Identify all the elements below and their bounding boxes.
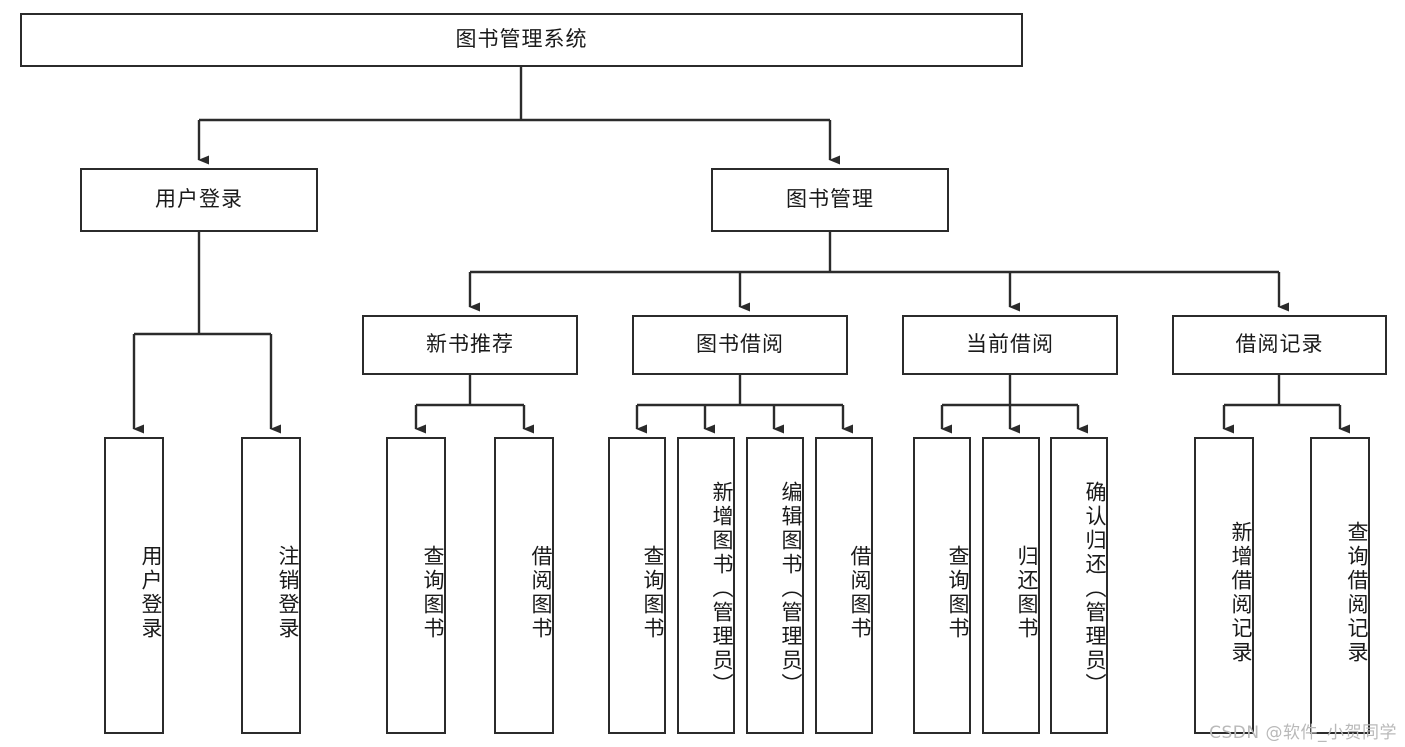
node-label: 用户登录 (139, 544, 163, 641)
leaf-borrow-book-recommend[interactable]: 借阅图书 (494, 437, 554, 734)
node-user-login[interactable]: 用户登录 (80, 168, 318, 232)
node-label: 用户登录 (155, 187, 243, 212)
node-label: 图书管理 (786, 187, 874, 212)
leaf-query-book-borrow[interactable]: 查询图书 (608, 437, 666, 734)
leaf-user-login[interactable]: 用户登录 (104, 437, 164, 734)
node-label: 图书管理系统 (455, 27, 588, 52)
node-label: 图书借阅 (696, 332, 784, 357)
leaf-query-borrow-record[interactable]: 查询借阅记录 (1310, 437, 1370, 734)
leaf-add-borrow-record[interactable]: 新增借阅记录 (1194, 437, 1254, 734)
leaf-logout-login[interactable]: 注销登录 (241, 437, 301, 734)
node-label: 借阅记录 (1235, 332, 1324, 357)
node-label: 查询图书 (946, 544, 970, 641)
node-label: 借阅图书 (529, 544, 553, 641)
node-label: 新增借阅记录 (1229, 520, 1253, 665)
node-label: 确认归还（管理员） (1083, 480, 1107, 697)
node-label: 归还图书 (1015, 544, 1039, 641)
leaf-borrow-book-borrow[interactable]: 借阅图书 (815, 437, 873, 734)
node-current-borrow[interactable]: 当前借阅 (902, 315, 1118, 375)
node-new-book-recommend[interactable]: 新书推荐 (362, 315, 578, 375)
node-label: 编辑图书（管理员） (779, 480, 803, 697)
node-book-management[interactable]: 图书管理 (711, 168, 949, 232)
node-label: 查询图书 (421, 544, 445, 641)
node-label: 当前借阅 (966, 332, 1054, 357)
leaf-query-book-current[interactable]: 查询图书 (913, 437, 971, 734)
node-label: 查询图书 (641, 544, 665, 641)
leaf-confirm-return-admin[interactable]: 确认归还（管理员） (1050, 437, 1108, 734)
node-book-borrow[interactable]: 图书借阅 (632, 315, 848, 375)
node-label: 新书推荐 (426, 332, 514, 357)
node-borrow-record[interactable]: 借阅记录 (1172, 315, 1387, 375)
node-label: 注销登录 (276, 544, 300, 641)
node-root-system[interactable]: 图书管理系统 (20, 13, 1023, 67)
node-label: 查询借阅记录 (1345, 520, 1369, 665)
csdn-watermark: CSDN @软件_小贺同学 (1209, 723, 1397, 743)
node-label: 借阅图书 (848, 544, 872, 641)
leaf-add-book-admin[interactable]: 新增图书（管理员） (677, 437, 735, 734)
leaf-return-book[interactable]: 归还图书 (982, 437, 1040, 734)
leaf-edit-book-admin[interactable]: 编辑图书（管理员） (746, 437, 804, 734)
leaf-query-book-recommend[interactable]: 查询图书 (386, 437, 446, 734)
node-label: 新增图书（管理员） (710, 480, 734, 697)
